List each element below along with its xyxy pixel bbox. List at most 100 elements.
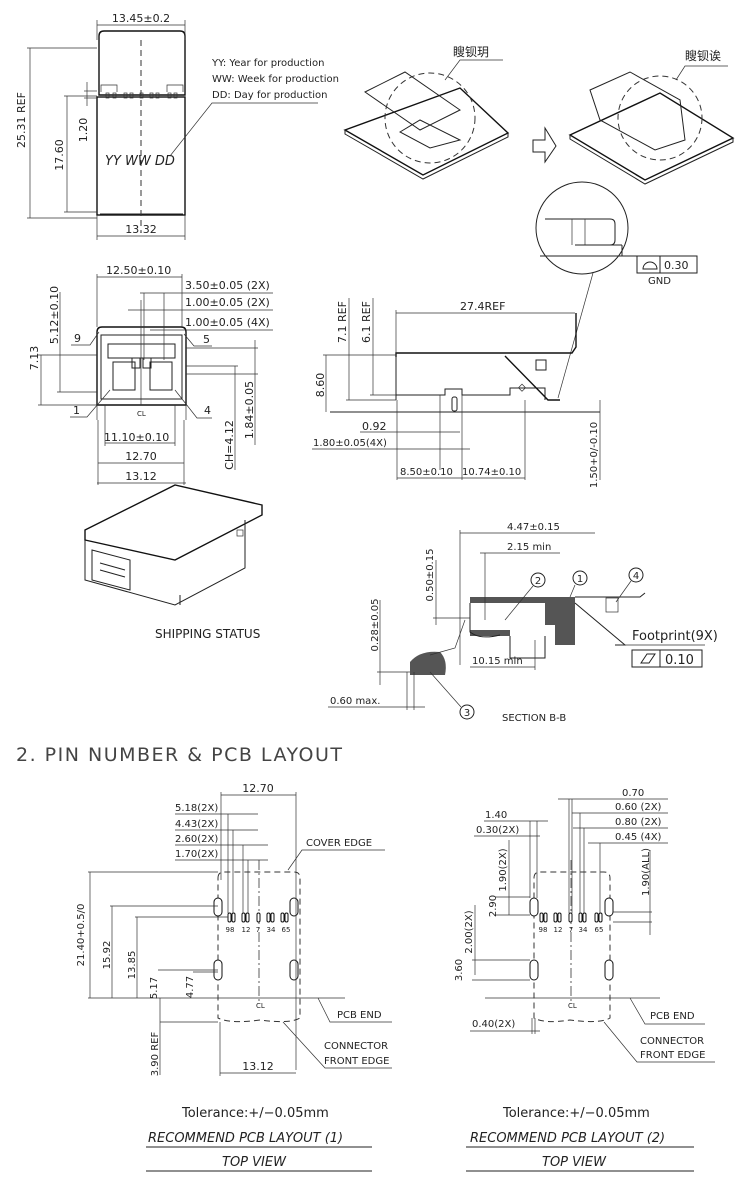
front-height-c: 1.84±0.05 [243, 381, 256, 439]
profile-symbol-icon [642, 261, 658, 270]
layout1-height: 13.85 [127, 951, 138, 980]
section-dim-b: 2.15 min [507, 542, 551, 553]
side-ref-b: 6.1 REF [360, 301, 373, 343]
side-ref-a: 7.1 REF [336, 301, 349, 343]
flatness-box [636, 255, 698, 274]
layout1-cl: CL [256, 1002, 265, 1010]
ch-dim: CH=4.12 [223, 420, 236, 470]
layout2-title: RECOMMEND PCB LAYOUT (2) [470, 1131, 665, 1146]
front-height-b: 7.13 [28, 346, 41, 371]
front-width-b: 12.70 [125, 450, 157, 463]
pin-label: 65 [282, 926, 291, 934]
section2-title: 2. PIN NUMBER & PCB LAYOUT [16, 744, 344, 766]
side-view: 27.4REF 7.1 REF 6.1 REF 8.60 0.92 1.80±0… [312, 298, 601, 488]
front-view: 12.50±0.10 3.50±0.05 (2X) 1.00±0.05 (2X)… [28, 264, 273, 485]
layout2-dim-left: 1.40 [485, 810, 507, 821]
layout1-connector: CONNECTOR [324, 1041, 388, 1052]
top-view: 13.45±0.2 13.32 25.31 REF 17.60 1.20 YY … [15, 12, 339, 240]
pin-label: 98 [226, 926, 235, 934]
top-view-cover [98, 30, 186, 96]
arrow-right-icon [532, 126, 557, 164]
front-width-c: 13.12 [125, 470, 157, 483]
centerline-label: CL [137, 410, 146, 418]
front-dim-c: 1.00±0.05 (4X) [185, 316, 270, 329]
layout1-height: 4.77 [185, 976, 196, 998]
flatness-value: 0.30 [664, 259, 689, 272]
pin-label: 7 [569, 926, 573, 934]
section-dim-c: 0.50±0.15 [425, 549, 436, 602]
label-before: 瞍钡玥 [453, 45, 489, 59]
layout2-height: 2.90 [488, 895, 499, 917]
section-title: SECTION B-B [502, 713, 566, 724]
side-length-ref: 27.4REF [460, 300, 505, 313]
footprint-flatness-box [631, 649, 703, 668]
pin-pads [539, 912, 603, 923]
section-b-b: 4.47±0.15 2.15 min 0.50±0.15 0.28±0.05 1… [328, 522, 718, 724]
side-dim-b: 1.80±0.05(4X) [313, 438, 387, 449]
layout2-connector: CONNECTOR [640, 1036, 704, 1047]
pin-label: 98 [539, 926, 548, 934]
footprint-flatness-value: 0.10 [665, 653, 694, 668]
section-dim-d: 0.28±0.05 [370, 599, 381, 652]
side-dim-d: 10.74±0.10 [462, 467, 521, 478]
layout1-subtitle: TOP VIEW [222, 1155, 287, 1170]
front-dim-b: 1.00±0.05 (2X) [185, 296, 270, 309]
legend-day: DD: Day for production [212, 90, 328, 101]
legend-year: YY: Year for production [211, 58, 324, 69]
height-ref-dim: 25.31 REF [15, 92, 28, 148]
pin-label: 65 [595, 926, 604, 934]
layout1-front-edge: FRONT EDGE [324, 1056, 389, 1067]
layout2-cl: CL [568, 1002, 577, 1010]
layout1-dim: 5.18(2X) [175, 803, 218, 814]
layout2-dim-right: 0.80 (2X) [615, 817, 662, 828]
pin-label: 7 [256, 926, 260, 934]
pin-4-label: 4 [204, 404, 211, 417]
shipping-status-label: SHIPPING STATUS [155, 627, 260, 641]
side-height: 8.60 [314, 373, 327, 398]
pin-pads [227, 912, 289, 923]
layout2-height: 2.00(2X) [464, 910, 475, 953]
side-dim-a: 0.92 [362, 420, 387, 433]
footprint-label: Footprint(9X) [632, 629, 718, 644]
layout2-dim-right: 0.45 (4X) [615, 832, 662, 843]
pin-9-label: 9 [74, 332, 81, 345]
pin-label: 12 [554, 926, 563, 934]
top-view-pins [105, 92, 178, 99]
layout2-height: 1.90(ALL) [641, 848, 652, 896]
layout2-height: 1.90(2X) [498, 848, 509, 891]
layout1-height: 21.40+0.5/0 [76, 904, 87, 967]
layout1-width-bottom: 13.12 [242, 1060, 274, 1073]
layout2-tolerance: Tolerance:+/−0.05mm [502, 1106, 650, 1121]
body-height-dim: 17.60 [53, 139, 66, 171]
pcb-layout-2: 98 12 7 34 65 0.70 0.60 (2X) 0.80 (2X) 0… [454, 788, 715, 1172]
pin-label: 34 [267, 926, 276, 934]
small-height-dim: 1.20 [77, 118, 90, 143]
pcb-layout-1: 98 12 7 34 65 12.70 5.18(2X) 4.43(2X) 2.… [76, 782, 392, 1172]
pin-1-label: 1 [73, 404, 80, 417]
layout1-pcb-end: PCB END [337, 1010, 382, 1021]
callout-2: 2 [535, 576, 541, 587]
layout1-dim: 2.60(2X) [175, 834, 218, 845]
layout1-width-top: 12.70 [242, 782, 274, 795]
section-dim-a: 4.47±0.15 [507, 522, 560, 533]
detail-circle: 0.30 GND [535, 181, 698, 399]
layout1-dim: 1.70(2X) [175, 849, 218, 860]
legend-week: WW: Week for production [212, 74, 339, 85]
cover-edge-label: COVER EDGE [306, 838, 372, 849]
front-dim-a: 3.50±0.05 (2X) [185, 279, 270, 292]
date-code-marking: YY WW DD [105, 154, 175, 169]
side-dim-e: 1.50+0/-0.10 [589, 422, 600, 488]
layout1-dim: 4.43(2X) [175, 819, 218, 830]
layout2-pcb-end: PCB END [650, 1011, 695, 1022]
pin-label: 12 [242, 926, 251, 934]
layout2-height: 3.60 [454, 959, 465, 981]
side-dim-c: 8.50±0.10 [400, 467, 453, 478]
layout1-title: RECOMMEND PCB LAYOUT (1) [148, 1131, 343, 1146]
section-dim-e: 10.15 min [472, 656, 523, 667]
front-height-a: 5.12±0.10 [48, 286, 61, 344]
callout-4: 4 [633, 571, 639, 582]
layout2-bottom-dim: 0.40(2X) [472, 1019, 515, 1030]
layout2-dim-right: 0.70 [622, 788, 644, 799]
layout1-tolerance: Tolerance:+/−0.05mm [181, 1106, 329, 1121]
layout2-dim-left: 0.30(2X) [476, 825, 519, 836]
